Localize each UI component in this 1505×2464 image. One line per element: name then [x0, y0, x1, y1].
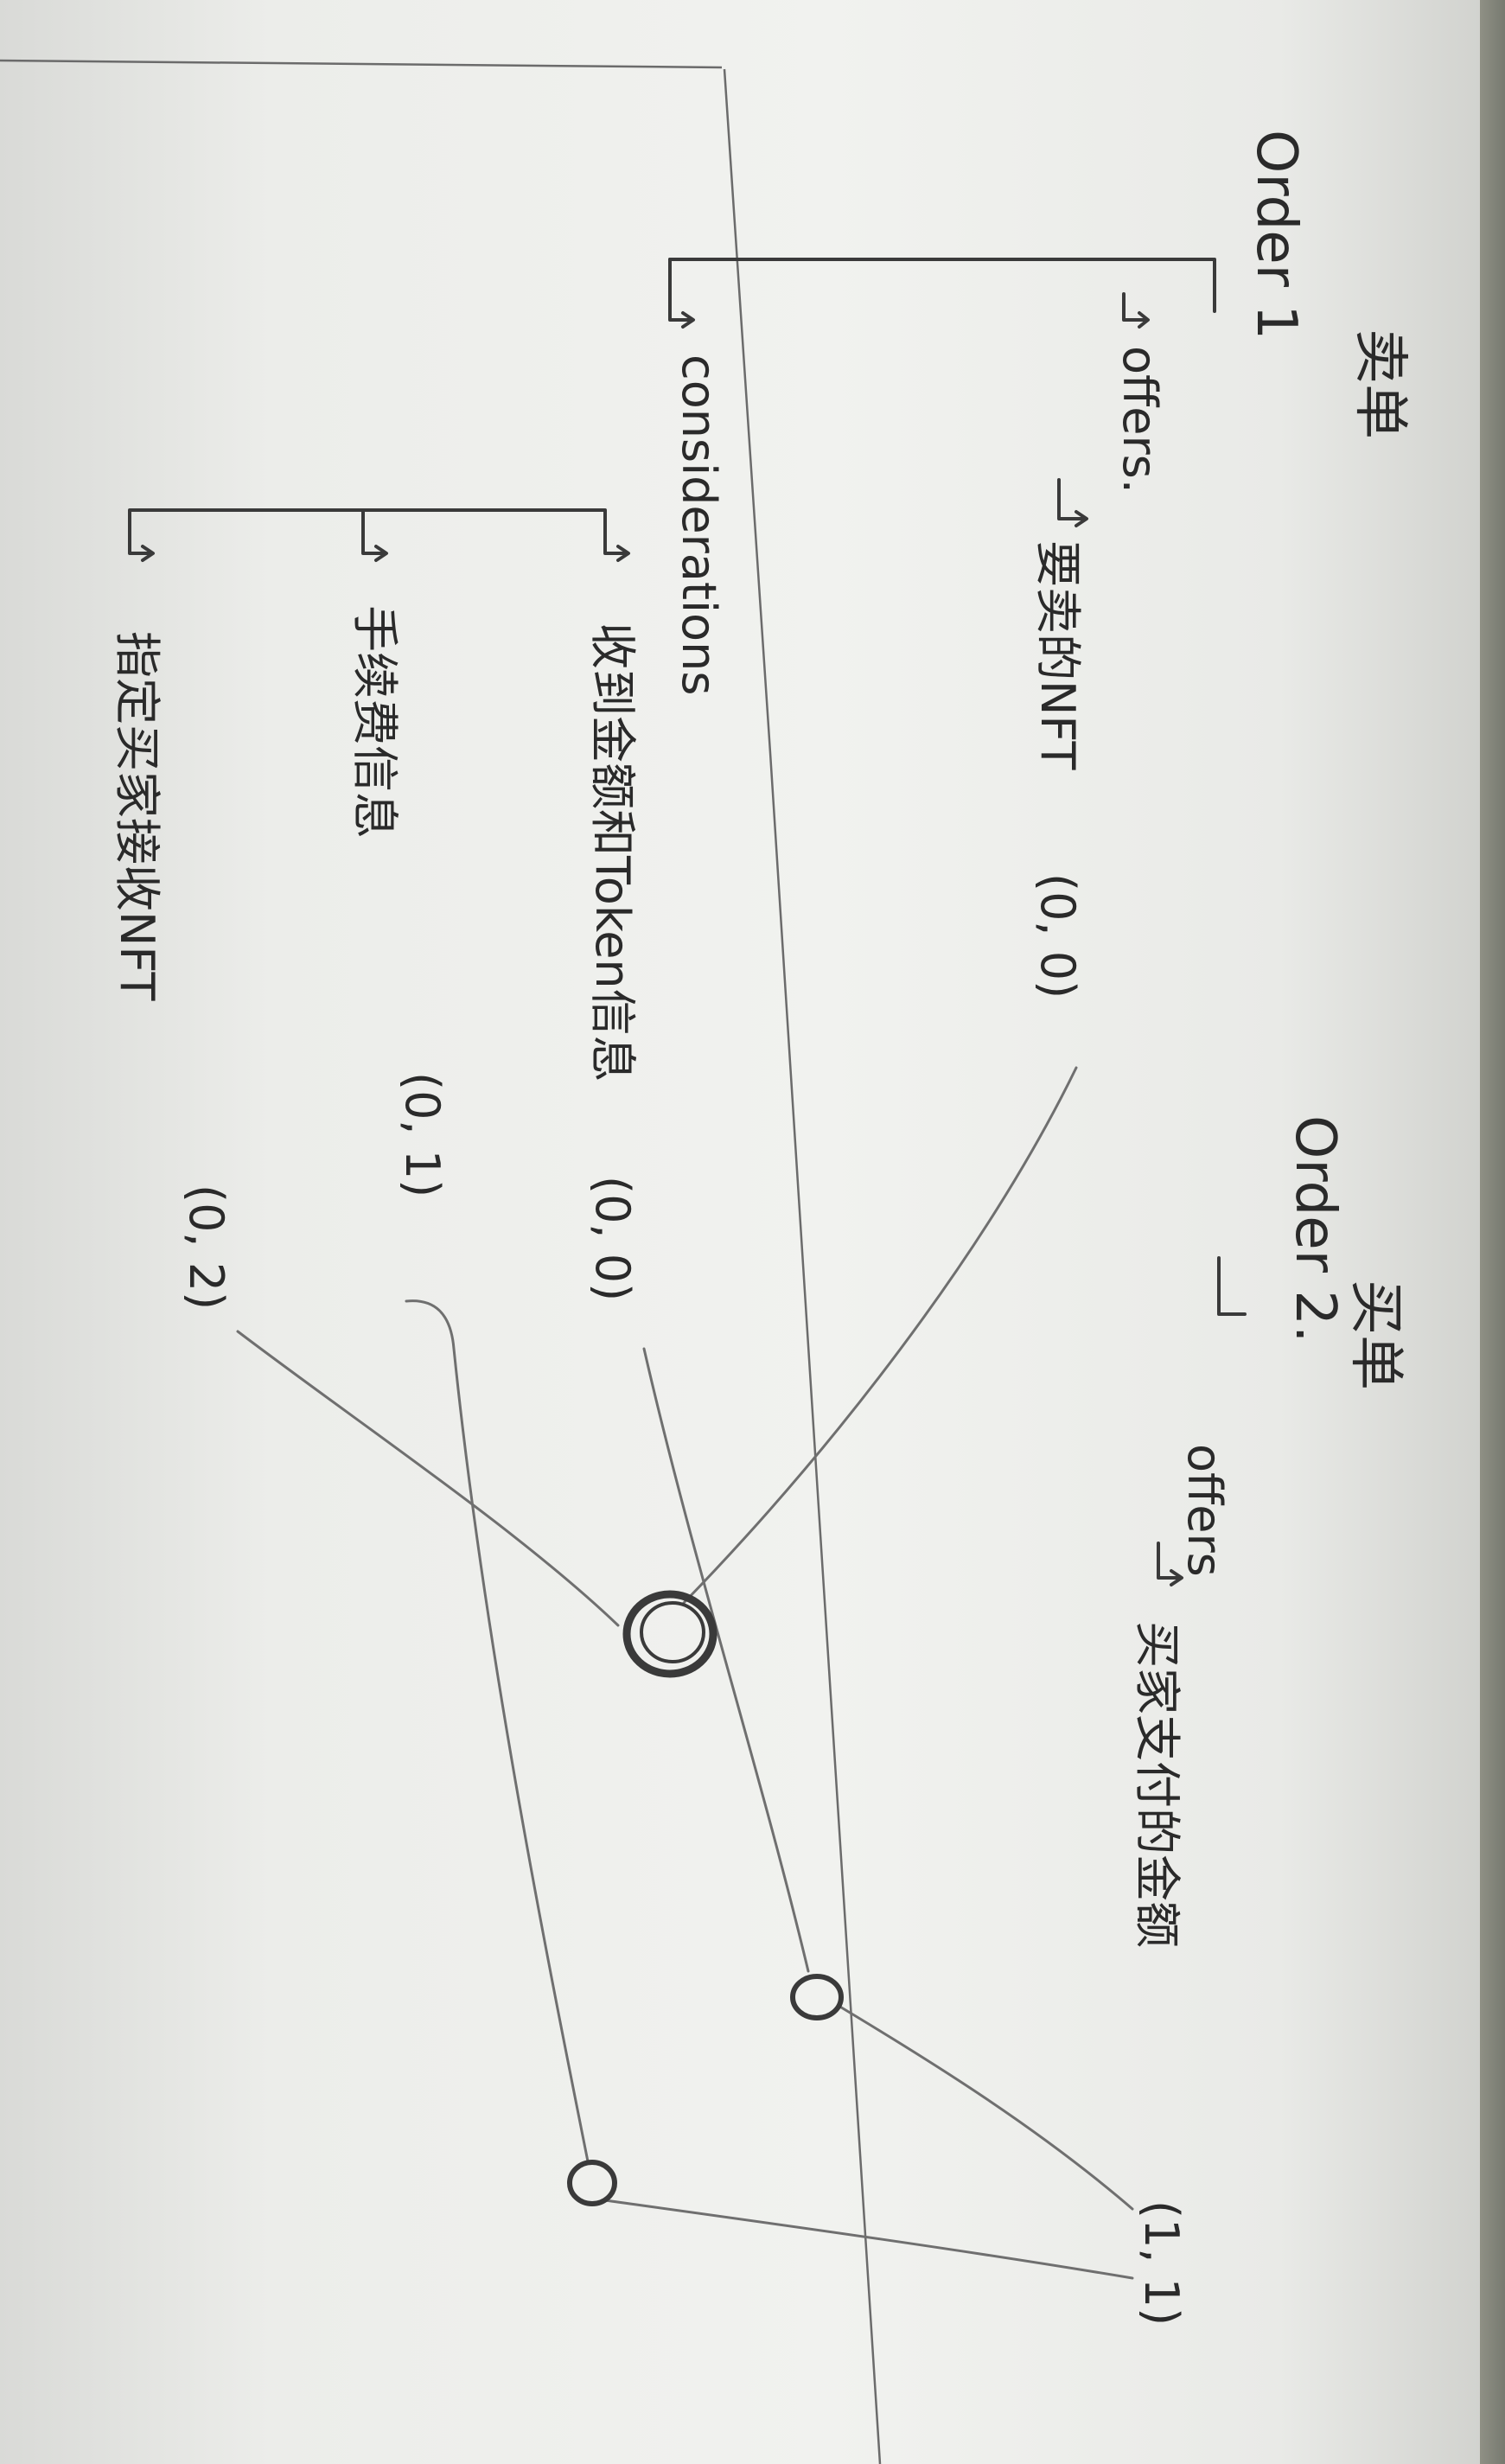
- order1-title: Order 1: [1244, 130, 1308, 340]
- consideration-0-arrow-icon: [603, 530, 630, 562]
- consideration-0-index: (0, 0): [585, 1176, 640, 1301]
- considerations-arrow-icon: [668, 258, 695, 329]
- consideration-2-text: 指定买家接收NFT: [110, 631, 164, 1002]
- order1-offers-label: offers.: [1113, 346, 1167, 494]
- order2-offers-arrow-icon: [1217, 1256, 1247, 1316]
- consideration-2-arrow-icon: [128, 530, 155, 562]
- link-consideration2-to-match: [236, 1330, 620, 1627]
- match-circle-large: [622, 1590, 717, 1678]
- order2-offer-item-index: (1, 1): [1134, 2200, 1189, 2326]
- match-circle-small: [567, 2160, 617, 2206]
- match-circle-medium: [790, 1974, 844, 2020]
- link-offer-to-match: [681, 1066, 1078, 1605]
- order2-offer-item-arrow-icon: [1157, 1542, 1183, 1586]
- consideration-1-text: 手续费信息: [348, 605, 402, 839]
- consideration-2-index: (0, 2): [179, 1184, 233, 1310]
- order2-group: 买单 Order 2. offers 买家支付的金额 (1, 1): [1130, 1115, 1407, 2326]
- consideration-0-text: 收到金额和Token信息: [585, 622, 640, 1082]
- match-circle-large-inner: [640, 1601, 705, 1663]
- link-order2-offer-to-circle-b: [603, 2199, 1134, 2280]
- paper-top-edge-line: [0, 59, 723, 69]
- order1-considerations-label: considerations: [672, 354, 726, 695]
- order2-title: Order 2.: [1283, 1115, 1347, 1343]
- consideration-1-index: (0, 1): [395, 1072, 450, 1197]
- order2-role-label: 买单: [1343, 1280, 1407, 1390]
- page-edge-shadow: [1480, 0, 1505, 2464]
- order1-offer-item: 要卖的NFT: [1030, 540, 1085, 771]
- order1-offer-item-index: (0, 0): [1030, 873, 1085, 999]
- fulfillment-links: [236, 1066, 1134, 2280]
- order1-offers-connector: [668, 258, 1216, 313]
- order1-role-label: 卖单: [1348, 329, 1412, 439]
- considerations-bracket: [128, 508, 607, 533]
- order2-offers-label: offers: [1177, 1444, 1232, 1577]
- link-consideration0-to-circle: [642, 1347, 810, 1973]
- paper-rule-line: [723, 68, 882, 2464]
- offer-item-arrow-icon: [1057, 478, 1088, 527]
- consideration-1-arrow-icon: [361, 530, 388, 562]
- order1-group: 卖单 Order 1 offers. 要卖的NFT (0, 0) conside…: [110, 130, 1412, 1310]
- link-consideration1-to-circle: [405, 1299, 590, 2163]
- link-order2-offer-to-circle-a: [837, 2004, 1134, 2211]
- offers-arrow-icon: [1122, 292, 1150, 329]
- order2-offer-item: 买家支付的金额: [1130, 1621, 1184, 1948]
